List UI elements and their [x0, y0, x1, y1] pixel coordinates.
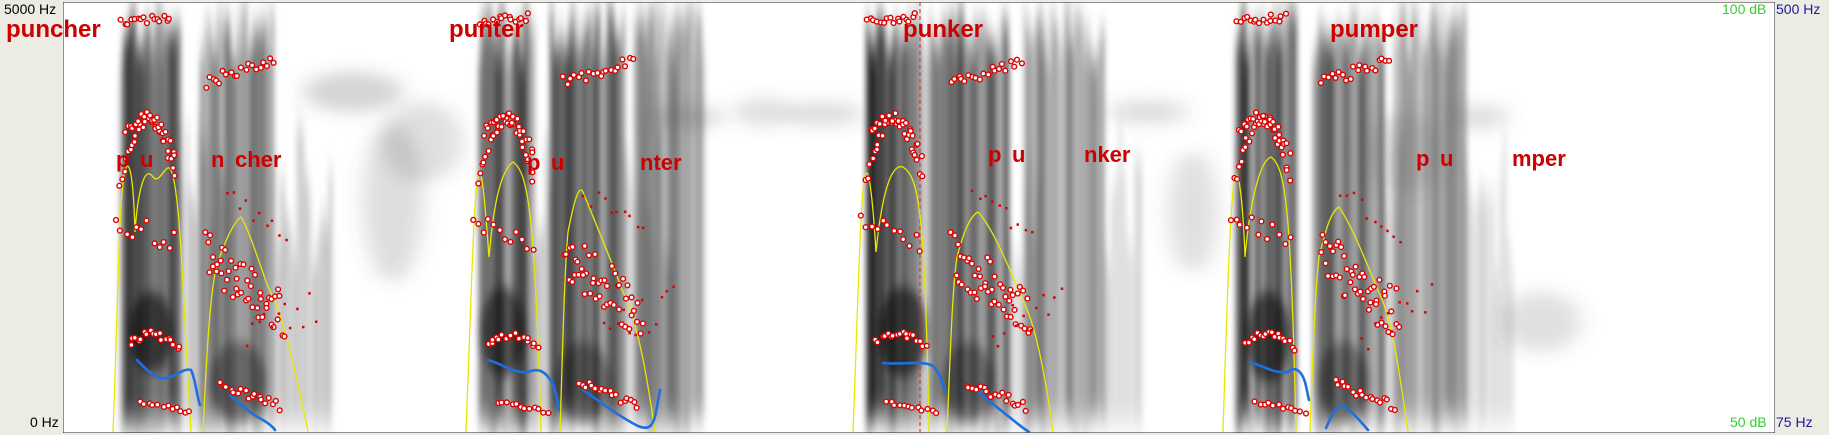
spectrogram-shading: [120, 2, 1581, 433]
segment-mper: mper: [1512, 146, 1566, 171]
intensity-max-label: 100 dB: [1722, 1, 1767, 17]
pitch-max-label: 500 Hz: [1776, 1, 1821, 17]
pitch-curves: [135, 358, 1370, 433]
intensity-curves: [112, 156, 1409, 433]
pitch-min-label: 75 Hz: [1776, 414, 1813, 430]
word-label-puncher: puncher: [6, 16, 101, 43]
right-margin: [1775, 0, 1829, 435]
frequency-max-label: 5000 Hz: [4, 1, 57, 17]
word-label-punker: punker: [903, 16, 984, 43]
frequency-min-label: 0 Hz: [30, 414, 59, 430]
segment-n: n: [211, 147, 225, 172]
segment-p: p: [116, 147, 130, 172]
segment-p: p: [1416, 146, 1430, 171]
intensity-min-label: 50 dB: [1730, 414, 1767, 430]
word-label-pumper: pumper: [1330, 16, 1419, 43]
segment-nker: nker: [1084, 142, 1131, 167]
segment-u: u: [140, 147, 154, 172]
left-margin: [0, 0, 63, 435]
segment-u: u: [1440, 146, 1454, 171]
segment-u: u: [551, 150, 565, 175]
segment-u: u: [1012, 142, 1026, 167]
formant-points: [112, 10, 1434, 417]
segment-cher: cher: [235, 147, 282, 172]
spectrogram-plot[interactable]: [63, 2, 1775, 433]
segment-nter: nter: [640, 150, 682, 175]
segment-p: p: [527, 150, 541, 175]
word-label-punter: punter: [449, 16, 524, 43]
segment-p: p: [988, 142, 1002, 167]
